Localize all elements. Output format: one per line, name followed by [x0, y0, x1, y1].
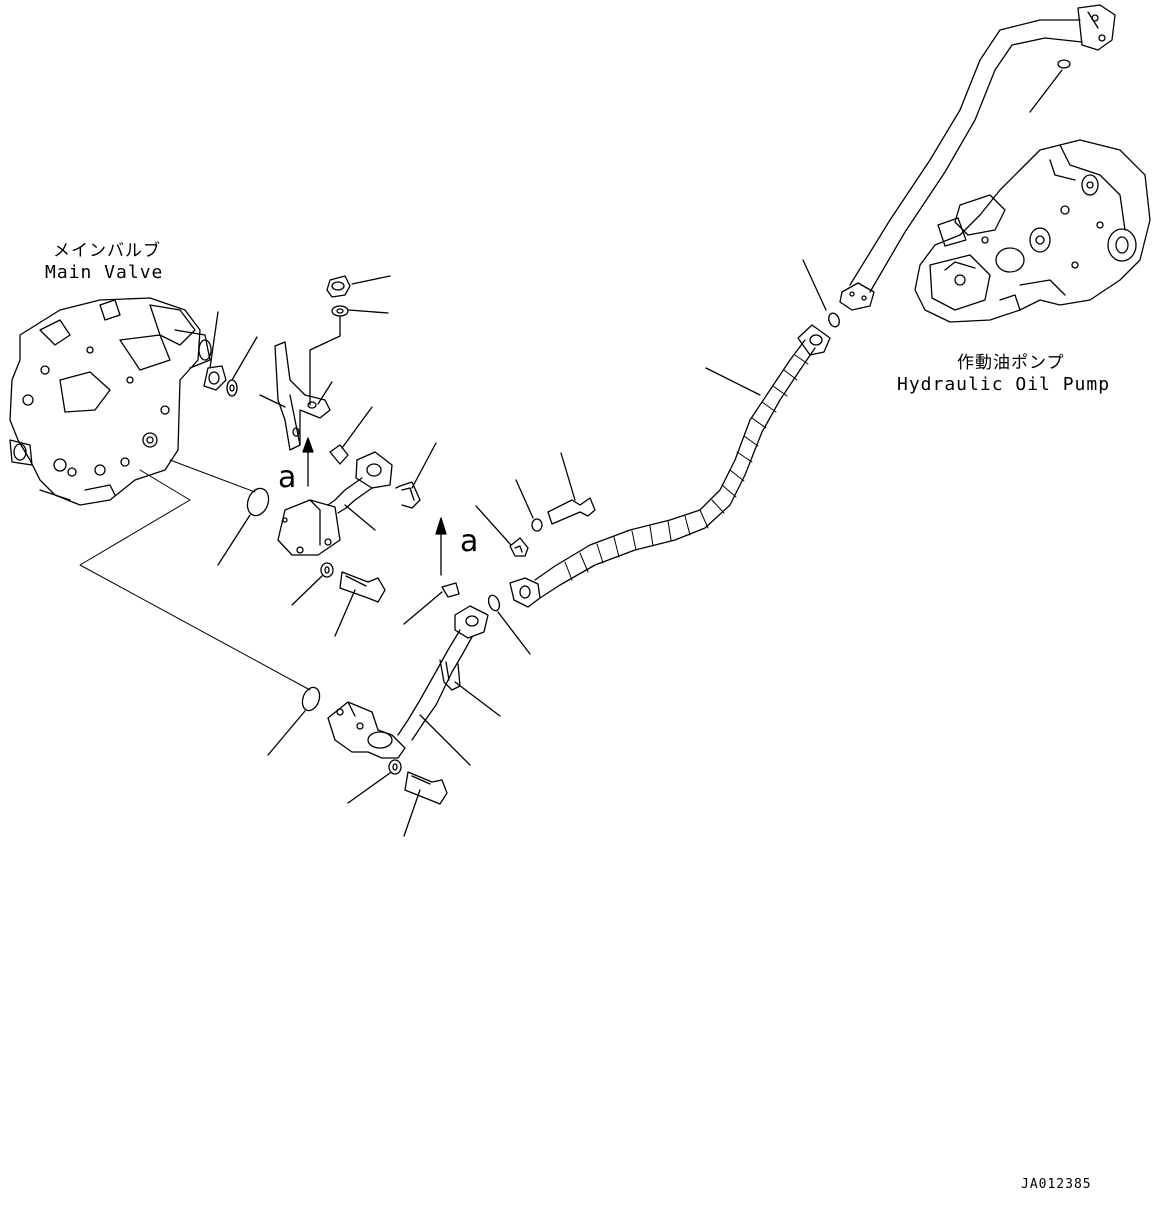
- o-ring-pump: [803, 260, 841, 328]
- nut-and-washer-upper: [204, 312, 257, 396]
- main-valve: [10, 298, 211, 505]
- lower-tube-assembly: [328, 606, 488, 765]
- main-valve-label-jp: メインバルブ: [53, 241, 161, 261]
- clamp-small-upper: [330, 407, 372, 464]
- washer-and-bolt-center: [516, 453, 595, 531]
- pump-label-jp: 作動油ポンプ: [957, 353, 1065, 373]
- view-mark-a-upper: a: [278, 460, 297, 495]
- o-ring-main-valve: [218, 485, 272, 565]
- washer-and-bolt-lower: [348, 760, 447, 836]
- o-ring-center: [487, 594, 530, 654]
- view-arrow-a-lower: [436, 518, 446, 575]
- main-valve-leaders: [80, 460, 310, 690]
- clamp-small-lower: [404, 583, 459, 624]
- flexible-hose: [510, 325, 830, 607]
- upper-tube-assembly: [278, 452, 392, 555]
- view-mark-a-lower: a: [460, 524, 479, 559]
- pump-label-en: Hydraulic Oil Pump: [897, 374, 1111, 395]
- bracket: [260, 342, 332, 450]
- view-arrow-a-upper: [303, 438, 313, 486]
- hydraulic-oil-pump: [915, 140, 1150, 322]
- drawing-reference: JA012385: [1021, 1177, 1092, 1192]
- u-bolt-upper: [396, 443, 436, 508]
- clamp-center: [476, 506, 528, 556]
- u-bolt-lower: [440, 660, 500, 716]
- washer-and-bolt-upper: [292, 563, 385, 636]
- pump-suction-pipe: [840, 5, 1115, 310]
- main-valve-label-en: Main Valve: [45, 262, 164, 283]
- nut-and-washer-top: [310, 276, 390, 405]
- o-ring-lower: [268, 685, 323, 755]
